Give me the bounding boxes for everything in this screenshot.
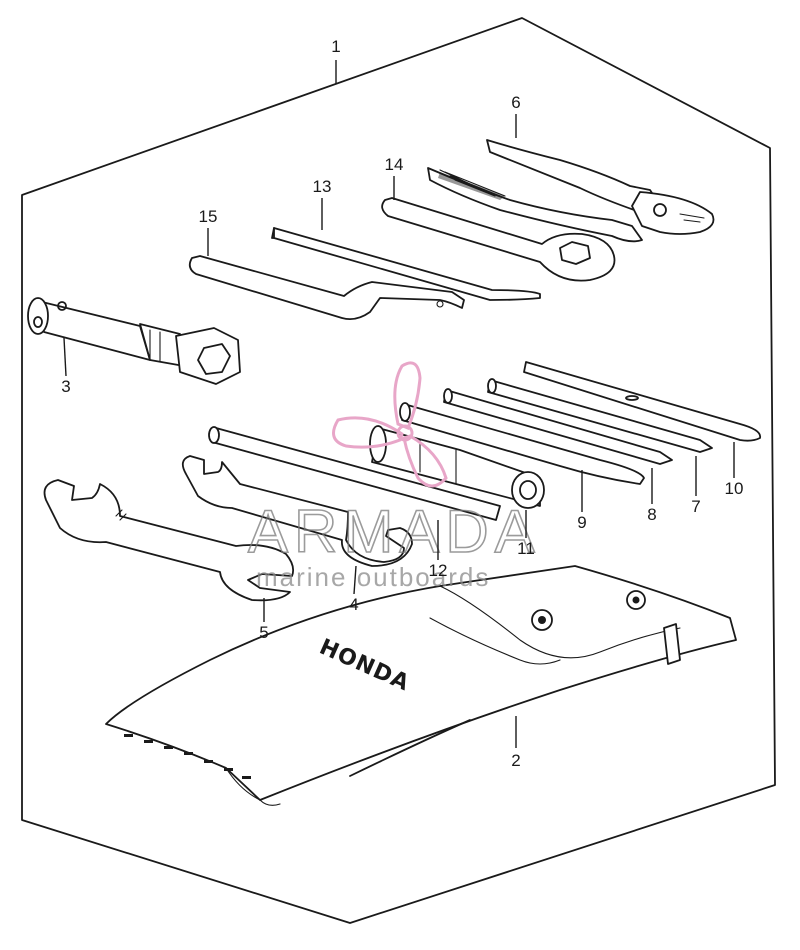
extension-bar (208, 426, 501, 521)
bent-strip-wrench (188, 255, 465, 321)
callout-label-3: 3 (61, 377, 70, 396)
callout-label-6: 6 (511, 93, 520, 112)
callout-label-4: 4 (349, 595, 358, 614)
screwdriver-9 (399, 402, 645, 485)
small-open-end-wrench (181, 455, 413, 567)
callout-label-12: 12 (429, 561, 448, 580)
callout-label-15: 15 (199, 207, 218, 226)
callout-label-5: 5 (259, 623, 268, 642)
screwdriver-blade-10 (523, 361, 762, 442)
callout-label-9: 9 (577, 513, 586, 532)
screwdriver-7 (487, 378, 713, 453)
hex-spanner (381, 197, 616, 282)
kit-boundary-frame (21, 17, 776, 924)
callout-label-2: 2 (511, 751, 520, 770)
callout-leader-4 (353, 565, 357, 595)
callout-label-14: 14 (385, 155, 404, 174)
screwdriver-8 (443, 388, 673, 465)
pliers (427, 139, 715, 243)
propeller-logo (332, 361, 448, 488)
tool-pouch: HONDA (105, 565, 737, 806)
callout-label-10: 10 (725, 479, 744, 498)
callout-label-8: 8 (647, 505, 656, 524)
watermark-subtitle: marine outboards (256, 562, 490, 592)
callout-leader-3 (63, 337, 67, 377)
watermark: ARMADA marine outboards (247, 361, 541, 592)
callout-label-11: 11 (517, 539, 535, 558)
box-socket-wrench (27, 297, 241, 385)
callout-label-7: 7 (691, 497, 700, 516)
watermark-title: ARMADA (248, 498, 541, 565)
callout-label-1: 1 (331, 37, 340, 56)
flat-bar (271, 227, 541, 301)
large-open-end-wrench (43, 479, 295, 602)
callout-label-13: 13 (313, 177, 332, 196)
plug-socket-wrench (369, 425, 545, 509)
